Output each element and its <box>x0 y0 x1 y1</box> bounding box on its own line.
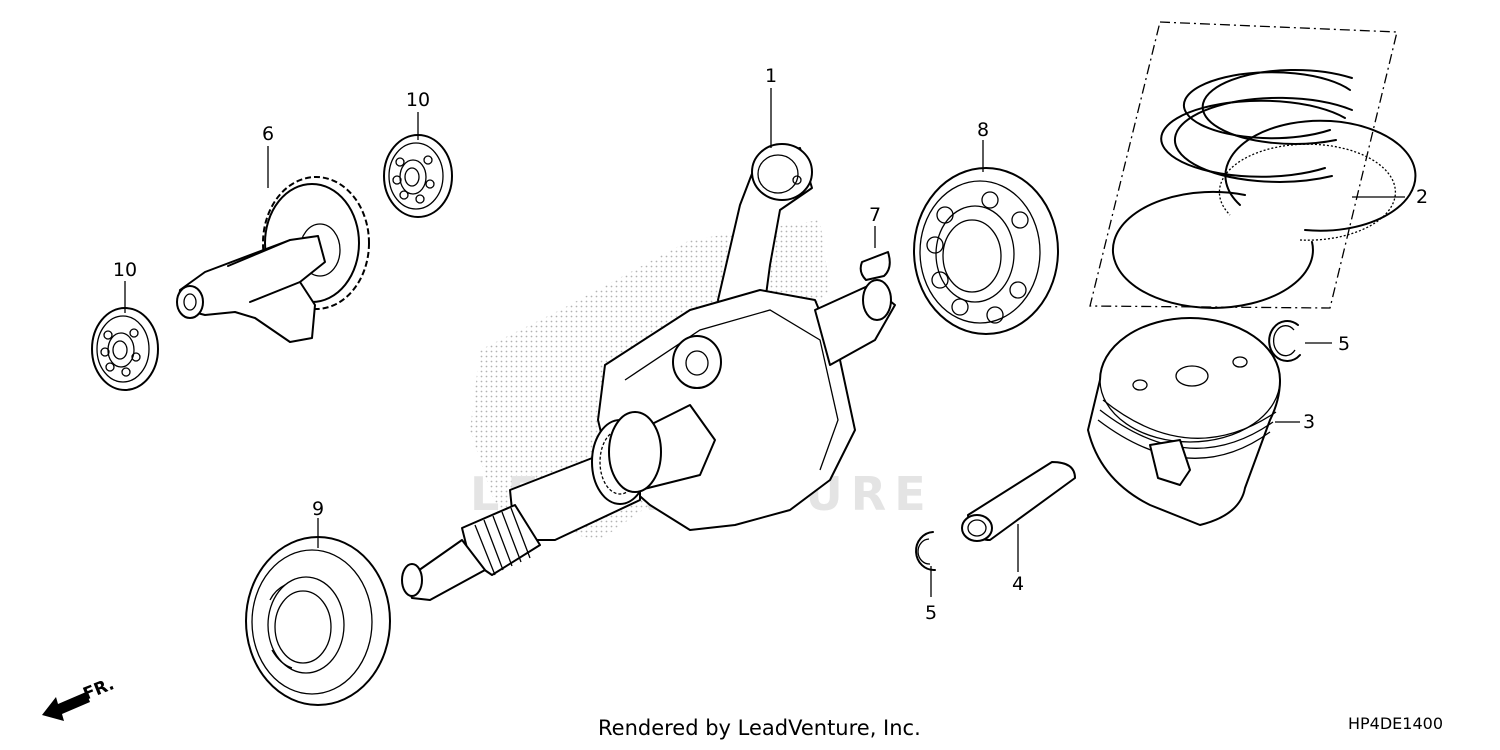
callout-6[interactable]: 6 <box>262 123 274 145</box>
callout-8[interactable]: 8 <box>977 119 989 141</box>
callout-5-lower[interactable]: 5 <box>925 602 937 624</box>
credit-text: Rendered by LeadVenture, Inc. <box>598 716 921 740</box>
circlip-5-lower[interactable] <box>915 531 936 572</box>
callout-3[interactable]: 3 <box>1303 411 1315 433</box>
bearing-10-left[interactable] <box>91 307 159 391</box>
bearing-8[interactable] <box>913 167 1059 335</box>
balancer-shaft-6[interactable] <box>176 176 370 343</box>
woodruff-key-7[interactable] <box>859 251 891 281</box>
callout-5-upper[interactable]: 5 <box>1338 333 1350 355</box>
callout-10-left[interactable]: 10 <box>113 259 137 281</box>
callout-1[interactable]: 1 <box>765 65 777 87</box>
leader-lines <box>124 88 1405 597</box>
callout-7[interactable]: 7 <box>869 204 881 226</box>
bearing-9[interactable] <box>245 536 391 706</box>
front-direction-arrow: FR. <box>42 674 117 721</box>
callout-10-upper[interactable]: 10 <box>406 89 430 111</box>
diagram-code: HP4DE1400 <box>1348 714 1444 733</box>
piston-pin-4[interactable] <box>961 461 1076 542</box>
piston-ring-set-2[interactable] <box>1089 21 1417 309</box>
callout-2[interactable]: 2 <box>1416 186 1428 208</box>
crankshaft-1[interactable] <box>401 143 896 601</box>
bearing-10-upper[interactable] <box>383 134 453 218</box>
front-indicator-label: FR. <box>80 674 117 704</box>
callout-9[interactable]: 9 <box>312 498 324 520</box>
circlip-5-upper[interactable] <box>1268 320 1301 362</box>
callout-4[interactable]: 4 <box>1012 573 1024 595</box>
piston-3[interactable] <box>1087 317 1281 526</box>
